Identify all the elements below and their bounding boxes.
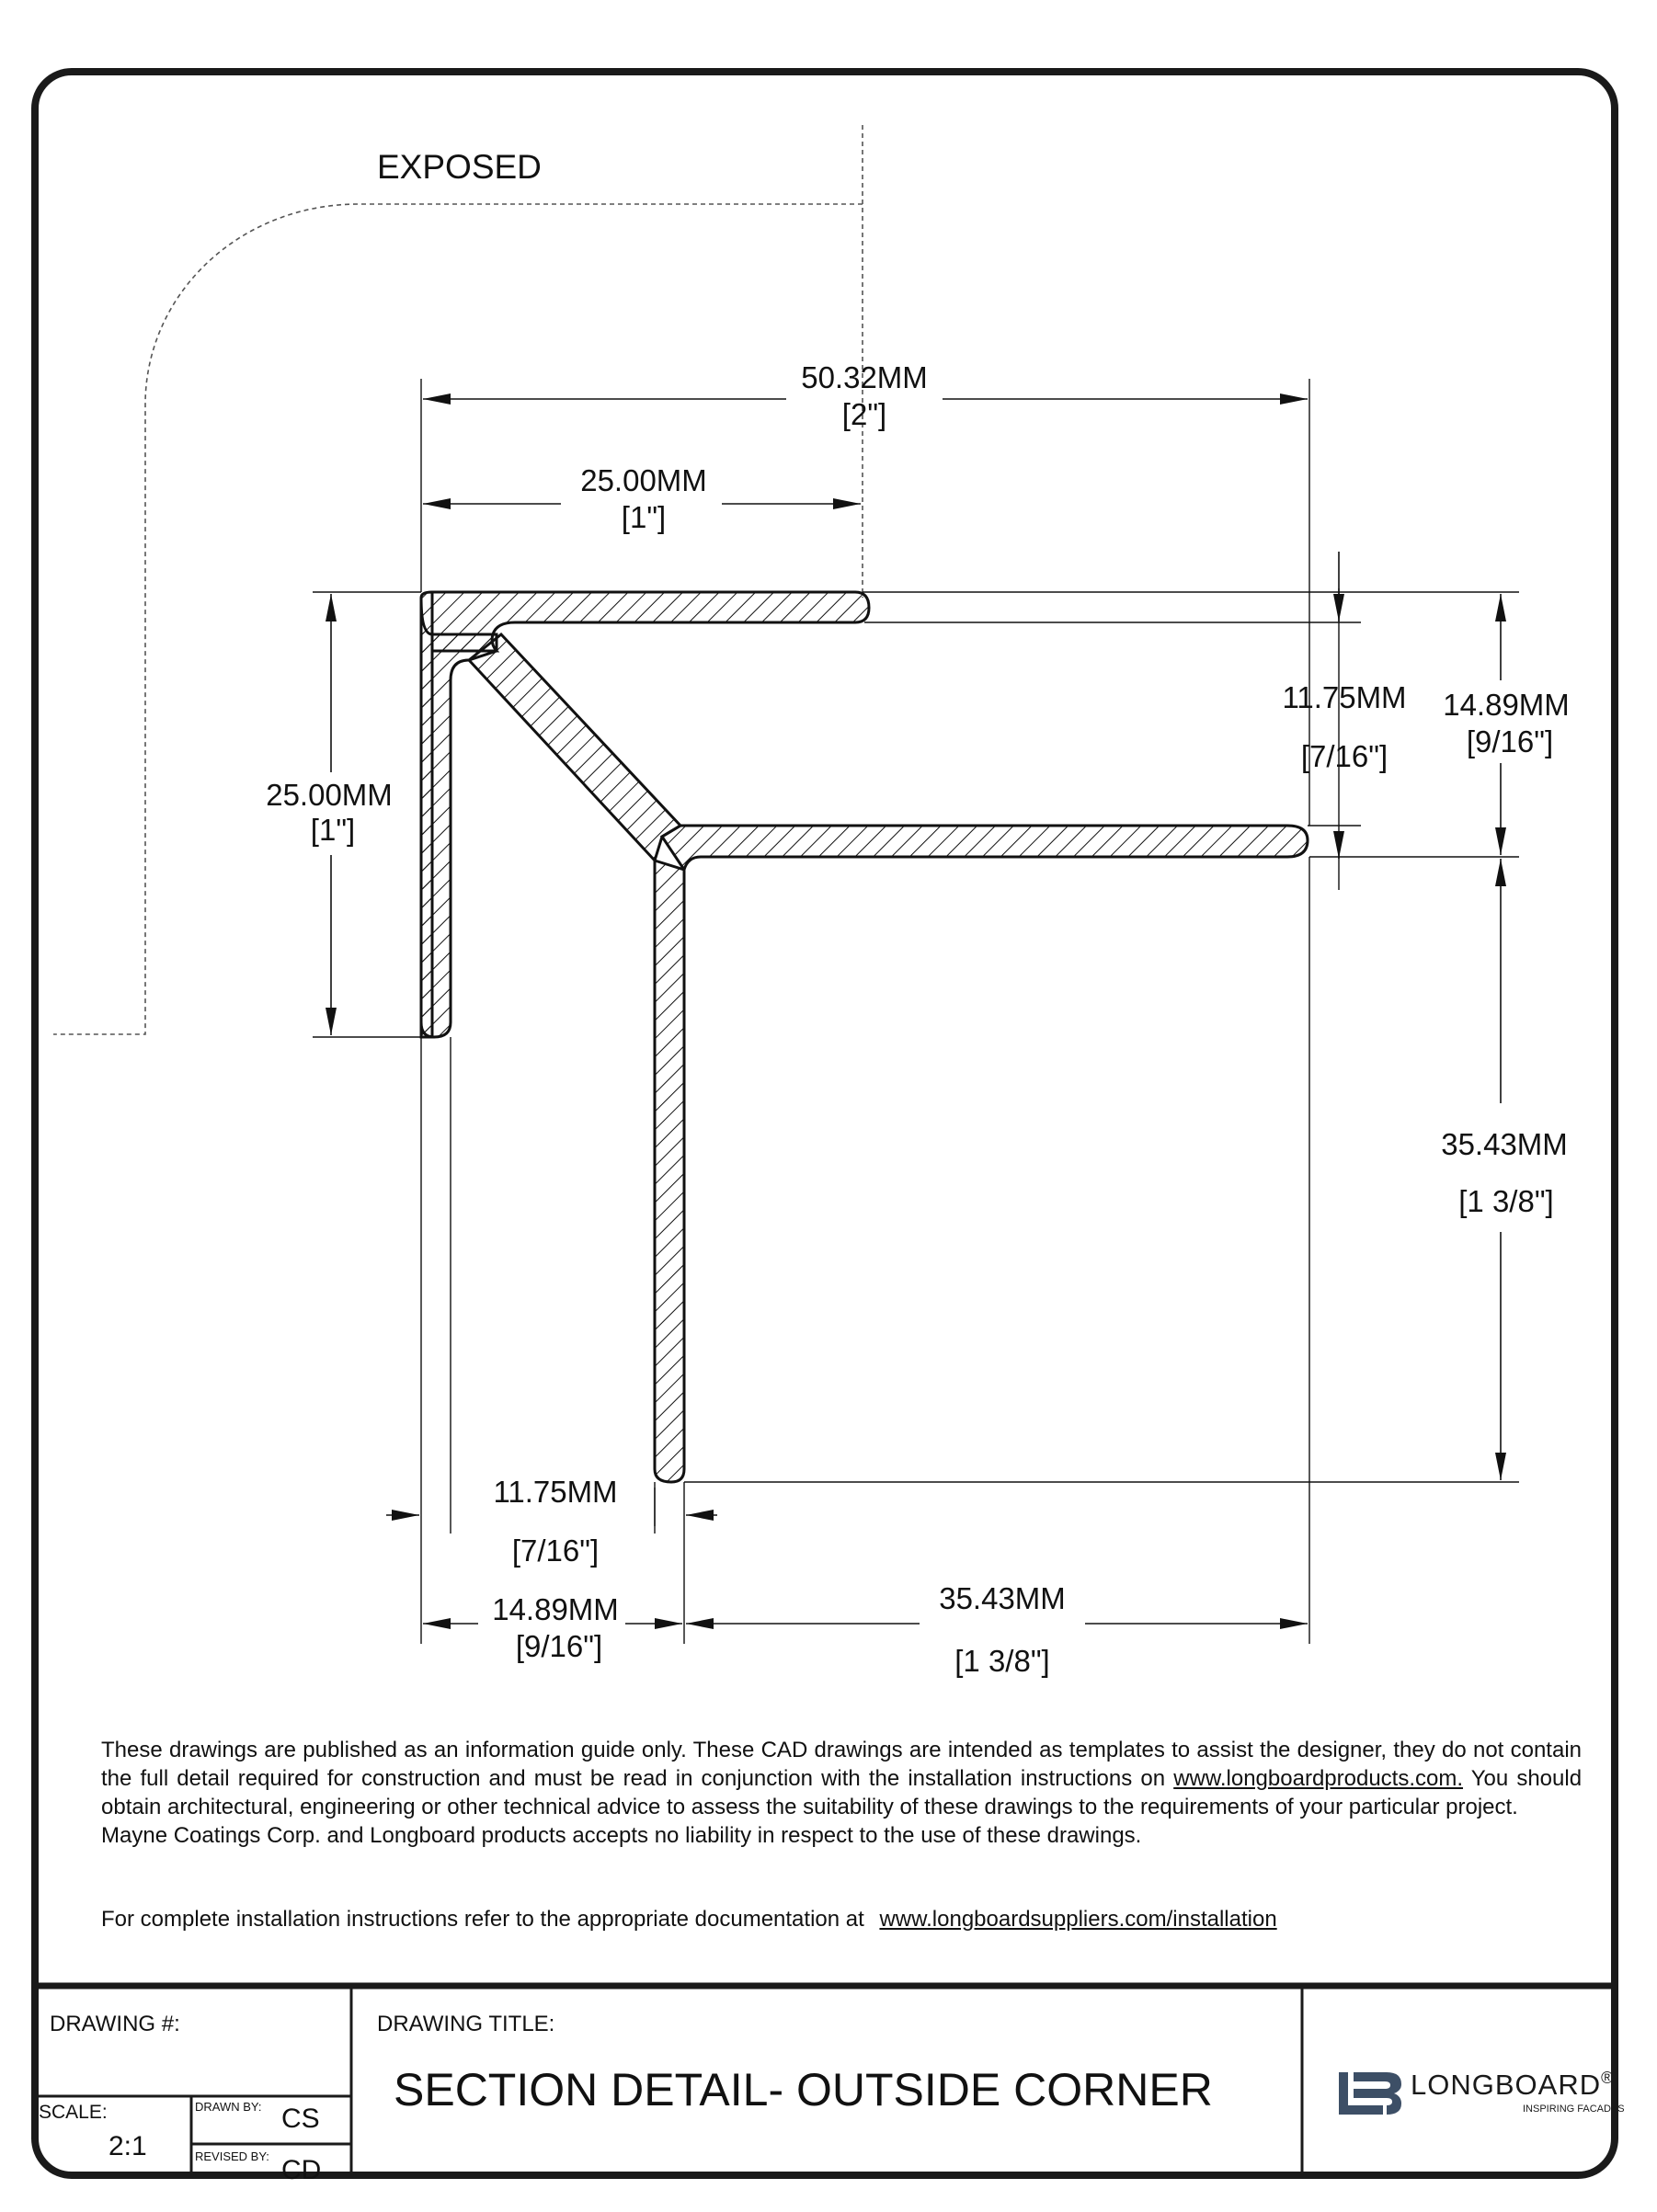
installation-link[interactable]: www.longboardsuppliers.com/installation xyxy=(879,1907,1277,1932)
dim-bottom-depth-mm: 14.89MM xyxy=(492,1592,619,1626)
profile-left-leg xyxy=(419,597,498,1039)
disclaimer-paragraph: These drawings are published as an infor… xyxy=(101,1736,1582,1821)
products-link[interactable]: www.longboardproducts.com. xyxy=(1173,1766,1464,1791)
dim-top-flange-mm: 25.00MM xyxy=(580,463,707,497)
logo-tagline: INSPIRING FACADES xyxy=(1523,2104,1625,2115)
title-block-lines xyxy=(31,1982,1618,2179)
logo-registered-mark: ® xyxy=(1601,2069,1615,2087)
dim-overall-width-in: [2"] xyxy=(842,397,886,431)
scale-value: 2:1 xyxy=(109,2131,147,2161)
dim-right-leg-in: [1 3/8"] xyxy=(1458,1184,1553,1218)
dim-right-depth-in: [9/16"] xyxy=(1467,724,1553,758)
title-block: DRAWING #: DRAWING TITLE: SECTION DETAIL… xyxy=(31,1984,1625,2185)
installation-text: For complete installation instructions r… xyxy=(101,1907,864,1932)
label-exposed: EXPOSED xyxy=(377,148,542,186)
drawn-by-value: CS xyxy=(281,2104,320,2134)
disclaimer-text-2: You should obtain architectural, enginee… xyxy=(101,1766,1583,1819)
profile-right-leg xyxy=(659,824,1309,873)
dim-overall-width-mm: 50.32MM xyxy=(801,360,928,394)
longboard-logo: LONGBOARD® INSPIRING FACADES xyxy=(1315,2063,1625,2125)
profile-vertical-web xyxy=(653,858,686,1484)
drawing-title-value: SECTION DETAIL- OUTSIDE CORNER xyxy=(394,2064,1213,2115)
revised-by-label: REVISED BY: xyxy=(195,2149,269,2163)
liability-text: Mayne Coatings Corp. and Longboard produ… xyxy=(101,1823,1142,1848)
dim-left-flange-mm: 25.00MM xyxy=(266,778,393,812)
longboard-logo-mark xyxy=(1339,2072,1401,2115)
dim-right-leg-mm: 35.43MM xyxy=(1441,1127,1568,1161)
dim-right-depth-mm: 14.89MM xyxy=(1443,688,1570,722)
profile-section xyxy=(419,590,1309,1484)
scale-label: SCALE: xyxy=(39,2102,108,2123)
dim-bottom-offset-in: [7/16"] xyxy=(512,1534,599,1568)
disclaimer-text: These drawings are published as an infor… xyxy=(101,1738,1582,1791)
exposed-outline xyxy=(53,125,863,1035)
disclaimer-notes: These drawings are published as an infor… xyxy=(101,1736,1582,1850)
dim-left-flange-in: [1"] xyxy=(311,813,355,847)
logo-name: LONGBOARD xyxy=(1411,2069,1602,2101)
drawing-title-label: DRAWING TITLE: xyxy=(377,2012,555,2036)
profile-diagonal-web xyxy=(466,632,683,863)
drawn-by-label: DRAWN BY: xyxy=(195,2100,262,2114)
dimension-lines xyxy=(326,393,1506,1629)
drawing-number-label: DRAWING #: xyxy=(50,2012,180,2036)
dim-right-offset-mm: 11.75MM xyxy=(1282,680,1406,714)
dim-bottom-leg-in: [1 3/8"] xyxy=(954,1644,1049,1678)
revised-by-value: CD xyxy=(281,2155,322,2185)
dim-bottom-depth-in: [9/16"] xyxy=(516,1629,602,1663)
installation-note: For complete installation instructions r… xyxy=(101,1907,1277,1933)
dim-bottom-leg-mm: 35.43MM xyxy=(939,1581,1066,1615)
dim-top-flange-in: [1"] xyxy=(622,500,666,534)
dim-bottom-offset-mm: 11.75MM xyxy=(493,1475,617,1509)
drawing-sheet-frame xyxy=(31,68,1618,2179)
extension-lines xyxy=(313,379,1519,1644)
dim-right-offset-in: [7/16"] xyxy=(1301,739,1388,773)
